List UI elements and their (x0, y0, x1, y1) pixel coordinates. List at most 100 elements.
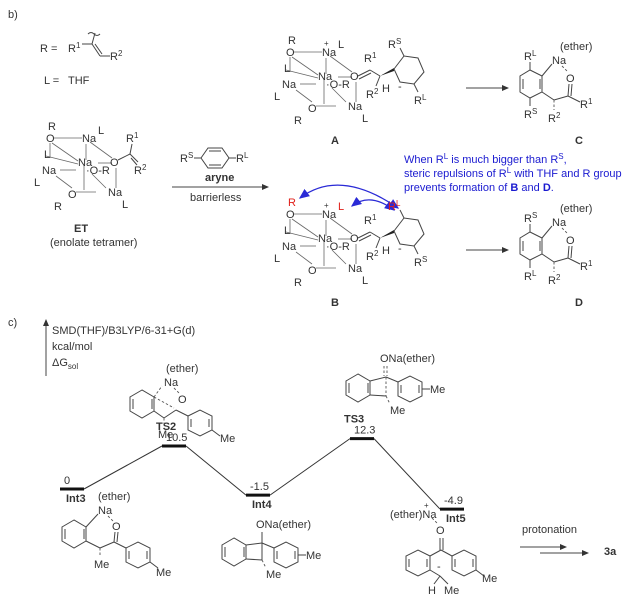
svg-text:O: O (112, 521, 121, 533)
svg-text:RL: RL (414, 93, 427, 107)
r-def-r1: R1 (68, 41, 81, 55)
et-caption: (enolate tetramer) (50, 237, 137, 249)
svg-text:R: R (48, 121, 56, 133)
svg-text:·O-R: ·O-R (326, 79, 350, 91)
svg-text:+: + (324, 201, 329, 210)
svg-text:·O-R: ·O-R (86, 165, 110, 177)
svg-text:Na: Na (98, 505, 113, 517)
int4-structure: ONa(ether) Me Me (221, 519, 321, 581)
svg-text:-: - (398, 243, 402, 255)
svg-text:L: L (274, 253, 280, 265)
axis-method: SMD(THF)/B3LYP/6-31+G(d) (52, 325, 195, 337)
svg-text:+: + (324, 39, 329, 48)
l-def-value: THF (68, 75, 90, 87)
svg-text:H: H (382, 245, 390, 257)
axis-unit: kcal/mol (52, 341, 92, 353)
svg-text:O: O (308, 265, 317, 277)
svg-text:R2: R2 (548, 273, 561, 287)
product-d-structure: RS (ether) Na O R1 R2 RL (519, 203, 593, 287)
svg-text:O: O (436, 525, 445, 537)
svg-text:L: L (98, 125, 104, 137)
svg-text:(ether): (ether) (166, 363, 198, 375)
int3-structure: (ether) Na O Me Me (61, 491, 171, 579)
svg-text:O: O (178, 394, 187, 406)
svg-text:O: O (286, 47, 295, 59)
svg-text:R1: R1 (580, 259, 593, 273)
svg-text:R: R (294, 277, 302, 289)
svg-text:L: L (338, 39, 344, 51)
svg-text:Na: Na (322, 47, 337, 59)
svg-text:Na: Na (552, 217, 567, 229)
svg-text:Me: Me (158, 429, 173, 441)
svg-text:Me: Me (94, 559, 109, 571)
state-label-int3: Int3 (66, 493, 86, 505)
energy-value-ts3: 12.3 (354, 425, 375, 437)
svg-text:ONa(ether): ONa(ether) (380, 353, 435, 365)
svg-text:Me: Me (266, 569, 281, 581)
svg-text:RS: RS (388, 37, 401, 51)
r-definition: R = R1 R2 (40, 32, 123, 63)
svg-text:O: O (566, 235, 575, 247)
note-line-3: prevents formation of B and D. (404, 182, 554, 194)
ts3-structure: ONa(ether) Me Me (345, 353, 445, 417)
svg-text:H: H (382, 83, 390, 95)
svg-text:L: L (44, 149, 50, 161)
svg-text:L: L (284, 225, 290, 237)
product-c-name: C (575, 135, 583, 147)
svg-text:L: L (362, 275, 368, 287)
profile-connector (373, 438, 441, 510)
product-3a: 3a (604, 546, 617, 558)
state-label-ts3: TS3 (344, 414, 364, 426)
svg-text:R1: R1 (126, 131, 139, 145)
profile-connector (269, 438, 351, 496)
svg-text:(ether): (ether) (560, 41, 592, 53)
energy-value-int3: 0 (64, 475, 70, 487)
state-label-int4: Int4 (252, 499, 272, 511)
svg-text:R1: R1 (580, 97, 593, 111)
svg-text:Na: Na (322, 209, 337, 221)
svg-text:Na: Na (108, 187, 123, 199)
svg-text:Me: Me (220, 433, 235, 445)
complex-a-structure: R O Na + L L Na O Na ·O-R L O Na L R R1 … (274, 35, 427, 127)
svg-text:Na: Na (552, 55, 567, 67)
energy-value-int4: -1.5 (250, 481, 269, 493)
svg-text:Me: Me (306, 550, 321, 562)
energy-value-ts2: 10.5 (166, 432, 187, 444)
svg-text:L: L (362, 113, 368, 125)
steric-note: When RL is much bigger than RS, steric r… (404, 152, 622, 194)
svg-text:(ether): (ether) (560, 203, 592, 215)
l-definition: L = THF (44, 75, 90, 87)
svg-text:RS: RS (524, 211, 537, 225)
svg-text:L: L (274, 91, 280, 103)
state-label-ts2: TS2 (156, 421, 176, 433)
svg-text:Me: Me (444, 585, 459, 597)
axis-quantity: ΔGsol (52, 357, 78, 371)
svg-text:O: O (46, 133, 55, 145)
note-line-1: When RL is much bigger than RS, (404, 152, 567, 166)
svg-text:R1: R1 (364, 213, 377, 227)
repulsion-arrow-inner (350, 196, 396, 211)
svg-text:RL: RL (524, 269, 537, 283)
et-name: ET (74, 223, 88, 235)
svg-text:·O-R: ·O-R (326, 241, 350, 253)
profile-connector (83, 445, 163, 490)
svg-text:O: O (308, 103, 317, 115)
svg-text:O: O (350, 71, 359, 83)
svg-text:R2: R2 (548, 111, 561, 125)
svg-text:Na: Na (348, 101, 363, 113)
enolate-tetramer-structure: R O Na L L Na O Na ·O-R L O Na L R R1 R2 (34, 121, 147, 213)
svg-text:Na: Na (318, 71, 333, 83)
svg-text:L: L (122, 199, 128, 211)
svg-text:O: O (350, 233, 359, 245)
r-def-r2: R2 (110, 49, 123, 63)
ts2-structure: (ether) Na O Me Me (129, 363, 235, 445)
aryne-condition: barrierless (190, 192, 242, 204)
svg-text:+: + (424, 501, 429, 510)
svg-text:O: O (110, 157, 119, 169)
svg-text:RL: RL (388, 199, 401, 213)
aryne-label: aryne (205, 172, 234, 184)
svg-text:O: O (566, 73, 575, 85)
svg-text:RS: RS (180, 151, 193, 165)
